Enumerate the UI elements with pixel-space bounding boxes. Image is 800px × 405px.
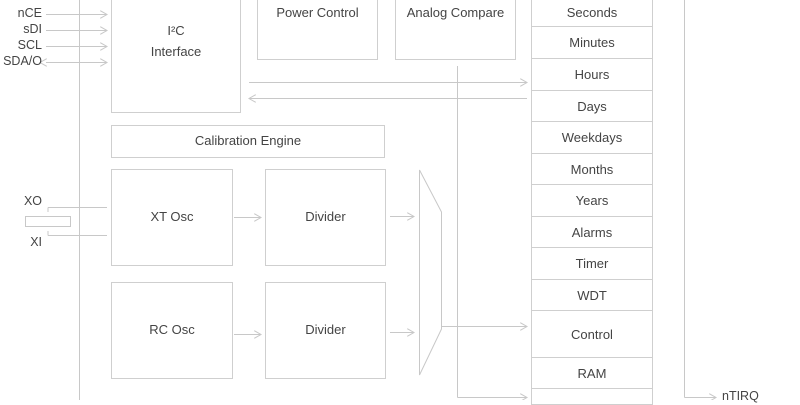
register-weekdays: Weekdays — [531, 122, 653, 154]
register-seconds: Seconds — [531, 0, 653, 27]
divider-top-block: Divider — [265, 169, 386, 266]
register-timer: Timer — [531, 248, 653, 280]
pin-xi-label: XI — [30, 235, 42, 249]
xt-osc-block: XT Osc — [111, 169, 233, 266]
register-alarms: Alarms — [531, 217, 653, 248]
register-ram: RAM — [531, 358, 653, 389]
register-extra — [531, 389, 653, 405]
pin-xo-label: XO — [23, 194, 42, 208]
register-minutes: Minutes — [531, 27, 653, 59]
pin-sdi-label: sDI — [23, 22, 42, 36]
register-wdt: WDT — [531, 280, 653, 311]
power-control-block: Power Control — [257, 0, 378, 60]
divider-bottom-block: Divider — [265, 282, 386, 379]
analog-compare-block: Analog Compare — [395, 0, 516, 60]
register-months: Months — [531, 154, 653, 185]
i2c-title: I²C — [167, 22, 185, 38]
pin-sdao-label: SDA/O — [3, 54, 42, 68]
i2c-subtitle: Interface — [150, 43, 202, 59]
rc-osc-block: RC Osc — [111, 282, 233, 379]
divider-bottom-label: Divider — [305, 322, 346, 338]
pin-scl-label: SCL — [17, 38, 42, 52]
crystal-icon — [25, 216, 71, 227]
calibration-engine-block: Calibration Engine — [111, 125, 385, 158]
register-years: Years — [531, 185, 653, 217]
rc-osc-label: RC Osc — [149, 322, 195, 338]
power-control-label: Power Control — [276, 5, 359, 20]
calibration-engine-label: Calibration Engine — [194, 133, 302, 149]
register-hours: Hours — [531, 59, 653, 91]
analog-compare-label: Analog Compare — [406, 5, 505, 20]
xt-osc-label: XT Osc — [150, 209, 194, 225]
pin-nce-label: nCE — [17, 6, 42, 20]
i2c-interface-block: I²C Interface — [111, 0, 241, 113]
register-days: Days — [531, 91, 653, 122]
pin-ntirq-label: nTIRQ — [722, 389, 759, 403]
divider-top-label: Divider — [305, 209, 346, 225]
register-control: Control — [531, 311, 653, 358]
